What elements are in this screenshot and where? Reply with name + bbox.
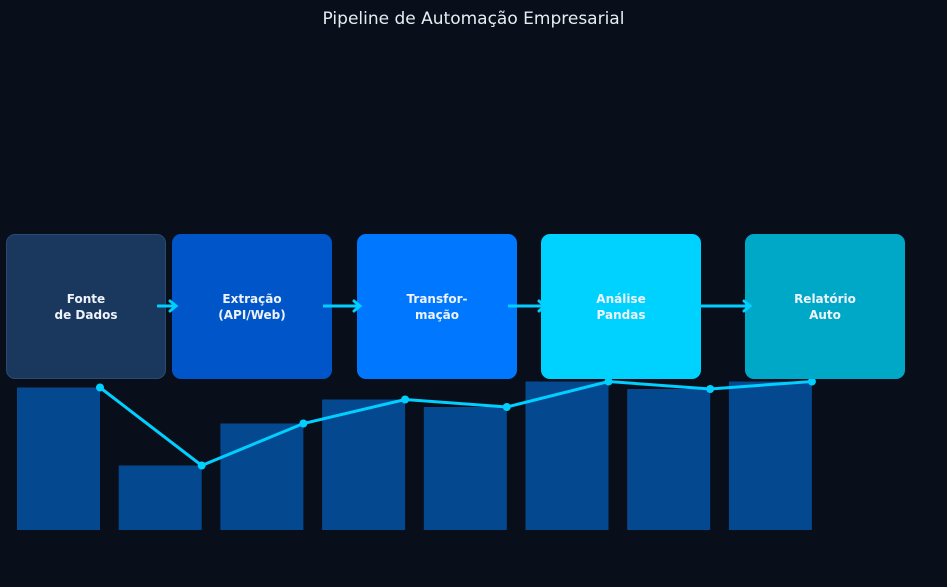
stage-report-label: Relatório Auto [794, 291, 856, 322]
arrow-right-icon [508, 299, 548, 313]
stage-data-source-label: Fonte de Dados [54, 291, 118, 322]
trend-point-4 [401, 395, 410, 404]
trend-line [99, 379, 813, 468]
bar-5 [423, 407, 507, 530]
stage-extraction[interactable]: Extração (API/Web) [172, 234, 332, 379]
arrow-right-icon [157, 299, 179, 313]
page-title: Pipeline de Automação Empresarial [322, 9, 625, 29]
bar-1 [17, 387, 100, 530]
stage-data-source[interactable]: Fonte de Dados [6, 234, 166, 379]
stage-analysis[interactable]: Análise Pandas [541, 234, 701, 379]
stage-report[interactable]: Relatório Auto [745, 234, 905, 379]
trend-point-8 [807, 377, 816, 386]
stage-transformation-label: Transfor- mação [406, 291, 468, 322]
bar-2 [118, 465, 202, 530]
trend-point-2 [197, 461, 206, 470]
bar-8 [728, 381, 812, 530]
stage-analysis-label: Análise Pandas [596, 291, 646, 322]
trend-point-6 [604, 377, 613, 386]
trend-point-7 [706, 385, 715, 393]
bar-7 [627, 389, 711, 530]
trend-point-3 [299, 419, 308, 428]
stage-transformation[interactable]: Transfor- mação [357, 234, 517, 379]
stage-extraction-label: Extração (API/Web) [218, 291, 286, 322]
trend-point-5 [502, 403, 511, 411]
bar-4 [322, 399, 406, 530]
arrow-right-icon [701, 299, 753, 313]
trend-point-1 [96, 383, 104, 392]
arrow-right-icon [323, 299, 363, 313]
bar-6 [525, 381, 609, 530]
